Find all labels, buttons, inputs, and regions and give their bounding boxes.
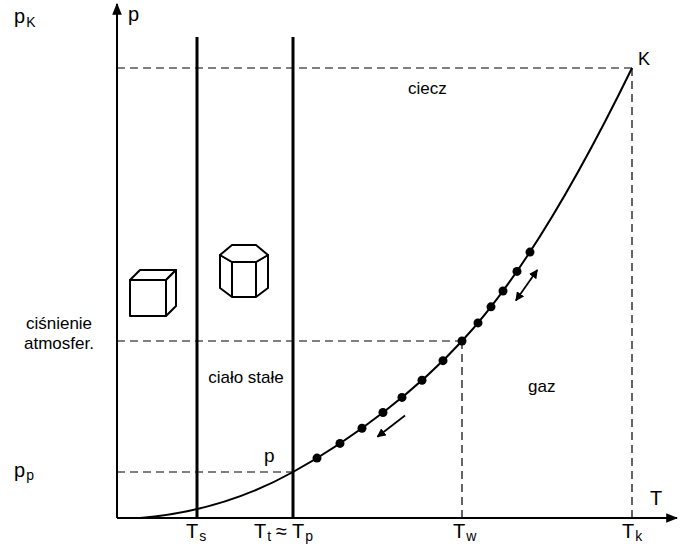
state-dot — [525, 248, 534, 257]
pressure-label: ciśnienie atmosfer. — [2, 314, 116, 355]
state-dot — [335, 439, 344, 448]
state-dot — [397, 393, 406, 402]
point-label: p — [264, 446, 275, 465]
subscript: p — [26, 468, 34, 482]
direction-arrow — [516, 270, 537, 300]
subscript: k — [635, 529, 642, 543]
state-dot — [417, 376, 426, 385]
state-dot — [378, 408, 387, 417]
axis-symbol: T — [292, 521, 304, 541]
phase-label: gaz — [528, 378, 555, 395]
state-dot — [473, 318, 482, 327]
subscript: s — [199, 529, 206, 543]
axis-symbol: T — [254, 521, 266, 541]
state-dot — [457, 337, 466, 346]
point-label: K — [638, 50, 650, 68]
state-dot — [498, 287, 507, 296]
axis-label: T — [650, 488, 662, 508]
phase-boundary — [197, 37, 293, 518]
approx-sign: ≈ — [276, 521, 287, 541]
state-dot — [512, 267, 521, 276]
axis-symbol: T — [453, 521, 465, 541]
direction-arrow — [377, 416, 405, 437]
axis-label: p — [128, 4, 139, 24]
guide-lines — [117, 68, 632, 518]
cubic-crystal-icon — [130, 270, 176, 316]
direction-arrows — [377, 270, 537, 437]
subscript: p — [305, 529, 313, 543]
axis-symbol: T — [622, 521, 634, 541]
vapour-curve — [140, 68, 632, 518]
axis-symbol: p — [14, 460, 25, 480]
phase-label: ciało stałe — [201, 368, 291, 388]
axis-symbol: p — [14, 6, 25, 26]
subscript: w — [466, 529, 476, 543]
state-dot — [486, 302, 495, 311]
state-dot — [357, 424, 366, 433]
phase-label: ciecz — [408, 80, 447, 97]
subscript: t — [267, 529, 271, 543]
state-dot — [312, 454, 321, 463]
axis-symbol: T — [186, 521, 198, 541]
subscript: K — [26, 15, 35, 29]
axes — [117, 4, 677, 518]
hexagonal-crystal-icon — [220, 245, 268, 297]
state-dot — [438, 356, 447, 365]
state-dots — [312, 248, 534, 463]
